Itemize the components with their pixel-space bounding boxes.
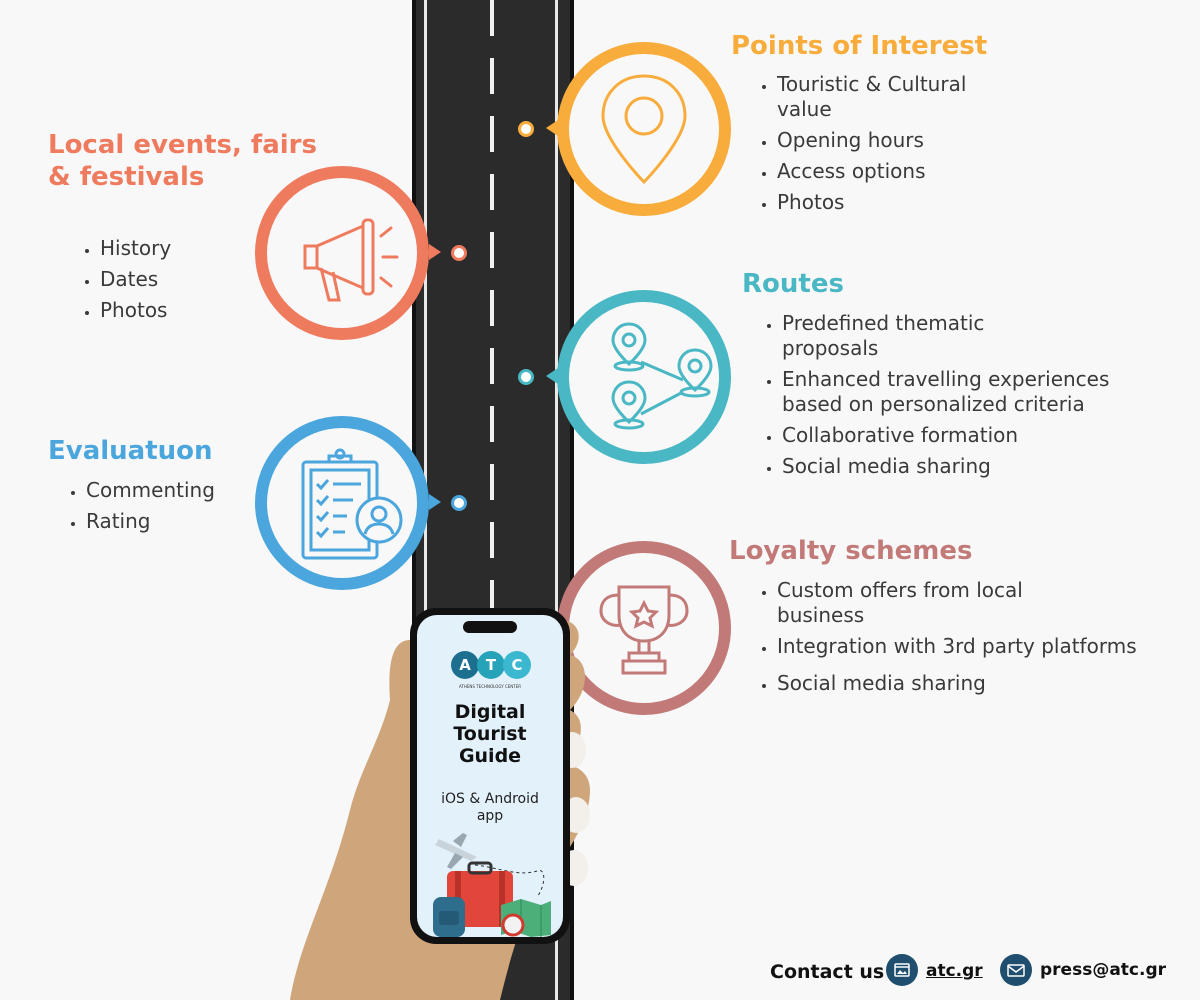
logo-letter: C [503, 651, 531, 679]
clipboard-user-icon [301, 448, 403, 560]
app-title: Digital Tourist Guide [453, 701, 527, 767]
phone-notch [463, 621, 517, 633]
list-item: Photos [777, 190, 1007, 215]
phone-screen: A T C ATHENS TECHNOLOGY CENTER Digital T… [417, 615, 563, 937]
map-pin-icon [601, 74, 687, 185]
atc-logo: A T C [451, 651, 531, 681]
events-title: Local events, fairs & festivals [48, 130, 317, 192]
evaluation-pointer [429, 494, 441, 510]
list-item: Enhanced travelling experiences based on… [782, 367, 1122, 417]
route-pins-icon [611, 322, 713, 430]
road-center-dashes [490, 0, 494, 1000]
loyalty-list: Custom offers from local business Integr… [755, 578, 1157, 702]
events-pointer [429, 244, 441, 260]
list-item: History [100, 236, 300, 261]
evaluation-title: Evaluatuon [48, 436, 213, 466]
list-item: Photos [100, 298, 300, 323]
email-link[interactable]: press@atc.gr [1040, 960, 1167, 980]
app-subtitle: iOS & Android app [441, 791, 539, 824]
browser-icon [894, 963, 910, 977]
list-item: Predefined thematic proposals [782, 311, 992, 361]
points-title: Points of Interest [731, 31, 988, 61]
list-item: Opening hours [777, 128, 1007, 153]
loyalty-title: Loyalty schemes [729, 536, 973, 566]
evaluation-circle [255, 416, 429, 590]
atc-logo-caption: ATHENS TECHNOLOGY CENTER [458, 684, 522, 689]
trophy-icon [599, 585, 689, 675]
events-road-dot [451, 245, 467, 261]
backpack-icon [433, 897, 465, 937]
routes-pointer [546, 368, 558, 384]
list-item: Integration with 3rd party platforms [777, 634, 1157, 659]
evaluation-list: Commenting Rating [64, 478, 286, 540]
email-icon-badge[interactable] [1000, 954, 1032, 986]
list-item: Social media sharing [777, 671, 1157, 696]
routes-title: Routes [742, 269, 844, 299]
logo-letter: T [477, 651, 505, 679]
list-item: Rating [86, 509, 286, 534]
list-item: Touristic & Cultural value [777, 72, 1007, 122]
website-icon-badge[interactable] [886, 954, 918, 986]
list-item: Dates [100, 267, 300, 292]
list-item: Commenting [86, 478, 286, 503]
list-item: Custom offers from local business [777, 578, 1027, 628]
routes-list: Predefined thematic proposals Enhanced t… [760, 311, 1122, 485]
list-item: Social media sharing [782, 454, 1122, 479]
phone: A T C ATHENS TECHNOLOGY CENTER Digital T… [410, 608, 570, 944]
contact-label: Contact us [770, 961, 885, 983]
road-edge-right [555, 0, 558, 1000]
megaphone-icon [303, 218, 399, 302]
evaluation-road-dot [451, 495, 467, 511]
airplane-icon [435, 833, 477, 869]
alarm-clock-icon [501, 913, 525, 937]
website-link[interactable]: atc.gr [926, 961, 983, 981]
logo-letter: A [451, 651, 479, 679]
list-item: Access options [777, 159, 1007, 184]
points-pointer [546, 120, 558, 136]
points-circle [557, 42, 731, 216]
events-list: History Dates Photos [78, 236, 300, 329]
events-circle [255, 166, 429, 340]
travel-illustration [433, 833, 551, 937]
points-road-dot [518, 121, 534, 137]
envelope-icon [1007, 964, 1025, 977]
list-item: Collaborative formation [782, 423, 1122, 448]
routes-road-dot [518, 369, 534, 385]
routes-circle [557, 290, 731, 464]
points-list: Touristic & Cultural value Opening hours… [755, 72, 1007, 221]
